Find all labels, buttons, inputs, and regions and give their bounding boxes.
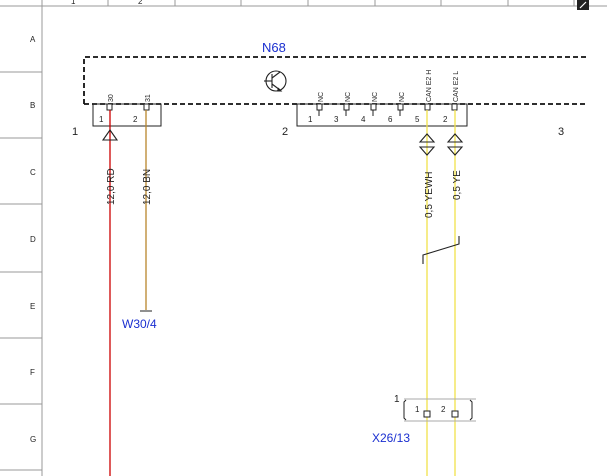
connector-reference[interactable]: X26/13 bbox=[372, 431, 410, 445]
pin-number: 1 bbox=[99, 115, 104, 124]
row-label: F bbox=[30, 368, 35, 377]
connector-number: 1 bbox=[72, 126, 78, 138]
pin-number: 2 bbox=[441, 405, 446, 414]
wire-brown[interactable] bbox=[140, 110, 152, 312]
row-label: C bbox=[30, 168, 36, 177]
pin-number: 1 bbox=[415, 405, 420, 414]
pin-name: 30 bbox=[108, 94, 115, 102]
row-label: D bbox=[30, 235, 36, 244]
pin-name: 31 bbox=[145, 94, 152, 102]
pin-name: NC bbox=[399, 92, 406, 102]
pin-number: 6 bbox=[388, 115, 393, 124]
pin-terminals bbox=[106, 103, 458, 111]
row-label: B bbox=[30, 101, 35, 110]
twisted-pair-marker bbox=[422, 236, 460, 264]
component-boundary bbox=[83, 56, 586, 105]
nc-stubs bbox=[318, 110, 401, 116]
ruler-number: 2 bbox=[138, 0, 143, 6]
component-id[interactable]: N68 bbox=[262, 40, 286, 55]
wire-label: 0,5 YE bbox=[452, 170, 463, 200]
pin-number: 4 bbox=[361, 115, 366, 124]
pin-number: 2 bbox=[133, 115, 138, 124]
ground-reference[interactable]: W30/4 bbox=[122, 317, 157, 331]
pin-number: 2 bbox=[443, 115, 448, 124]
ruler-number: 1 bbox=[71, 0, 76, 6]
bidirectional-arrow-icon bbox=[446, 133, 464, 156]
pin-name: NC bbox=[372, 92, 379, 102]
connector-block bbox=[296, 103, 468, 127]
connector-number: 2 bbox=[282, 126, 288, 138]
row-label: G bbox=[30, 435, 36, 444]
wire-red[interactable] bbox=[101, 110, 119, 476]
connector-block bbox=[92, 103, 162, 127]
connector-number: 3 bbox=[558, 126, 564, 138]
pin-name: NC bbox=[318, 92, 325, 102]
wire-label: 0,5 YEWH bbox=[424, 172, 435, 219]
connector-ref-number: 1 bbox=[394, 394, 400, 405]
pin-name: CAN E2 H bbox=[426, 70, 433, 102]
pin-name: NC bbox=[345, 92, 352, 102]
row-label: E bbox=[30, 302, 35, 311]
row-label: A bbox=[30, 35, 36, 44]
pin-number: 1 bbox=[308, 115, 313, 124]
pencil-icon[interactable] bbox=[577, 0, 589, 10]
pin-number: 5 bbox=[415, 115, 420, 124]
pin-name: CAN E2 L bbox=[453, 71, 460, 102]
wire-label: 12,0 RD bbox=[106, 168, 117, 205]
pin-number: 3 bbox=[334, 115, 339, 124]
transistor-icon bbox=[264, 70, 287, 92]
bidirectional-arrow-icon bbox=[418, 133, 436, 156]
connector-x26-13[interactable] bbox=[403, 398, 476, 422]
wire-label: 12,0 BN bbox=[142, 169, 153, 205]
